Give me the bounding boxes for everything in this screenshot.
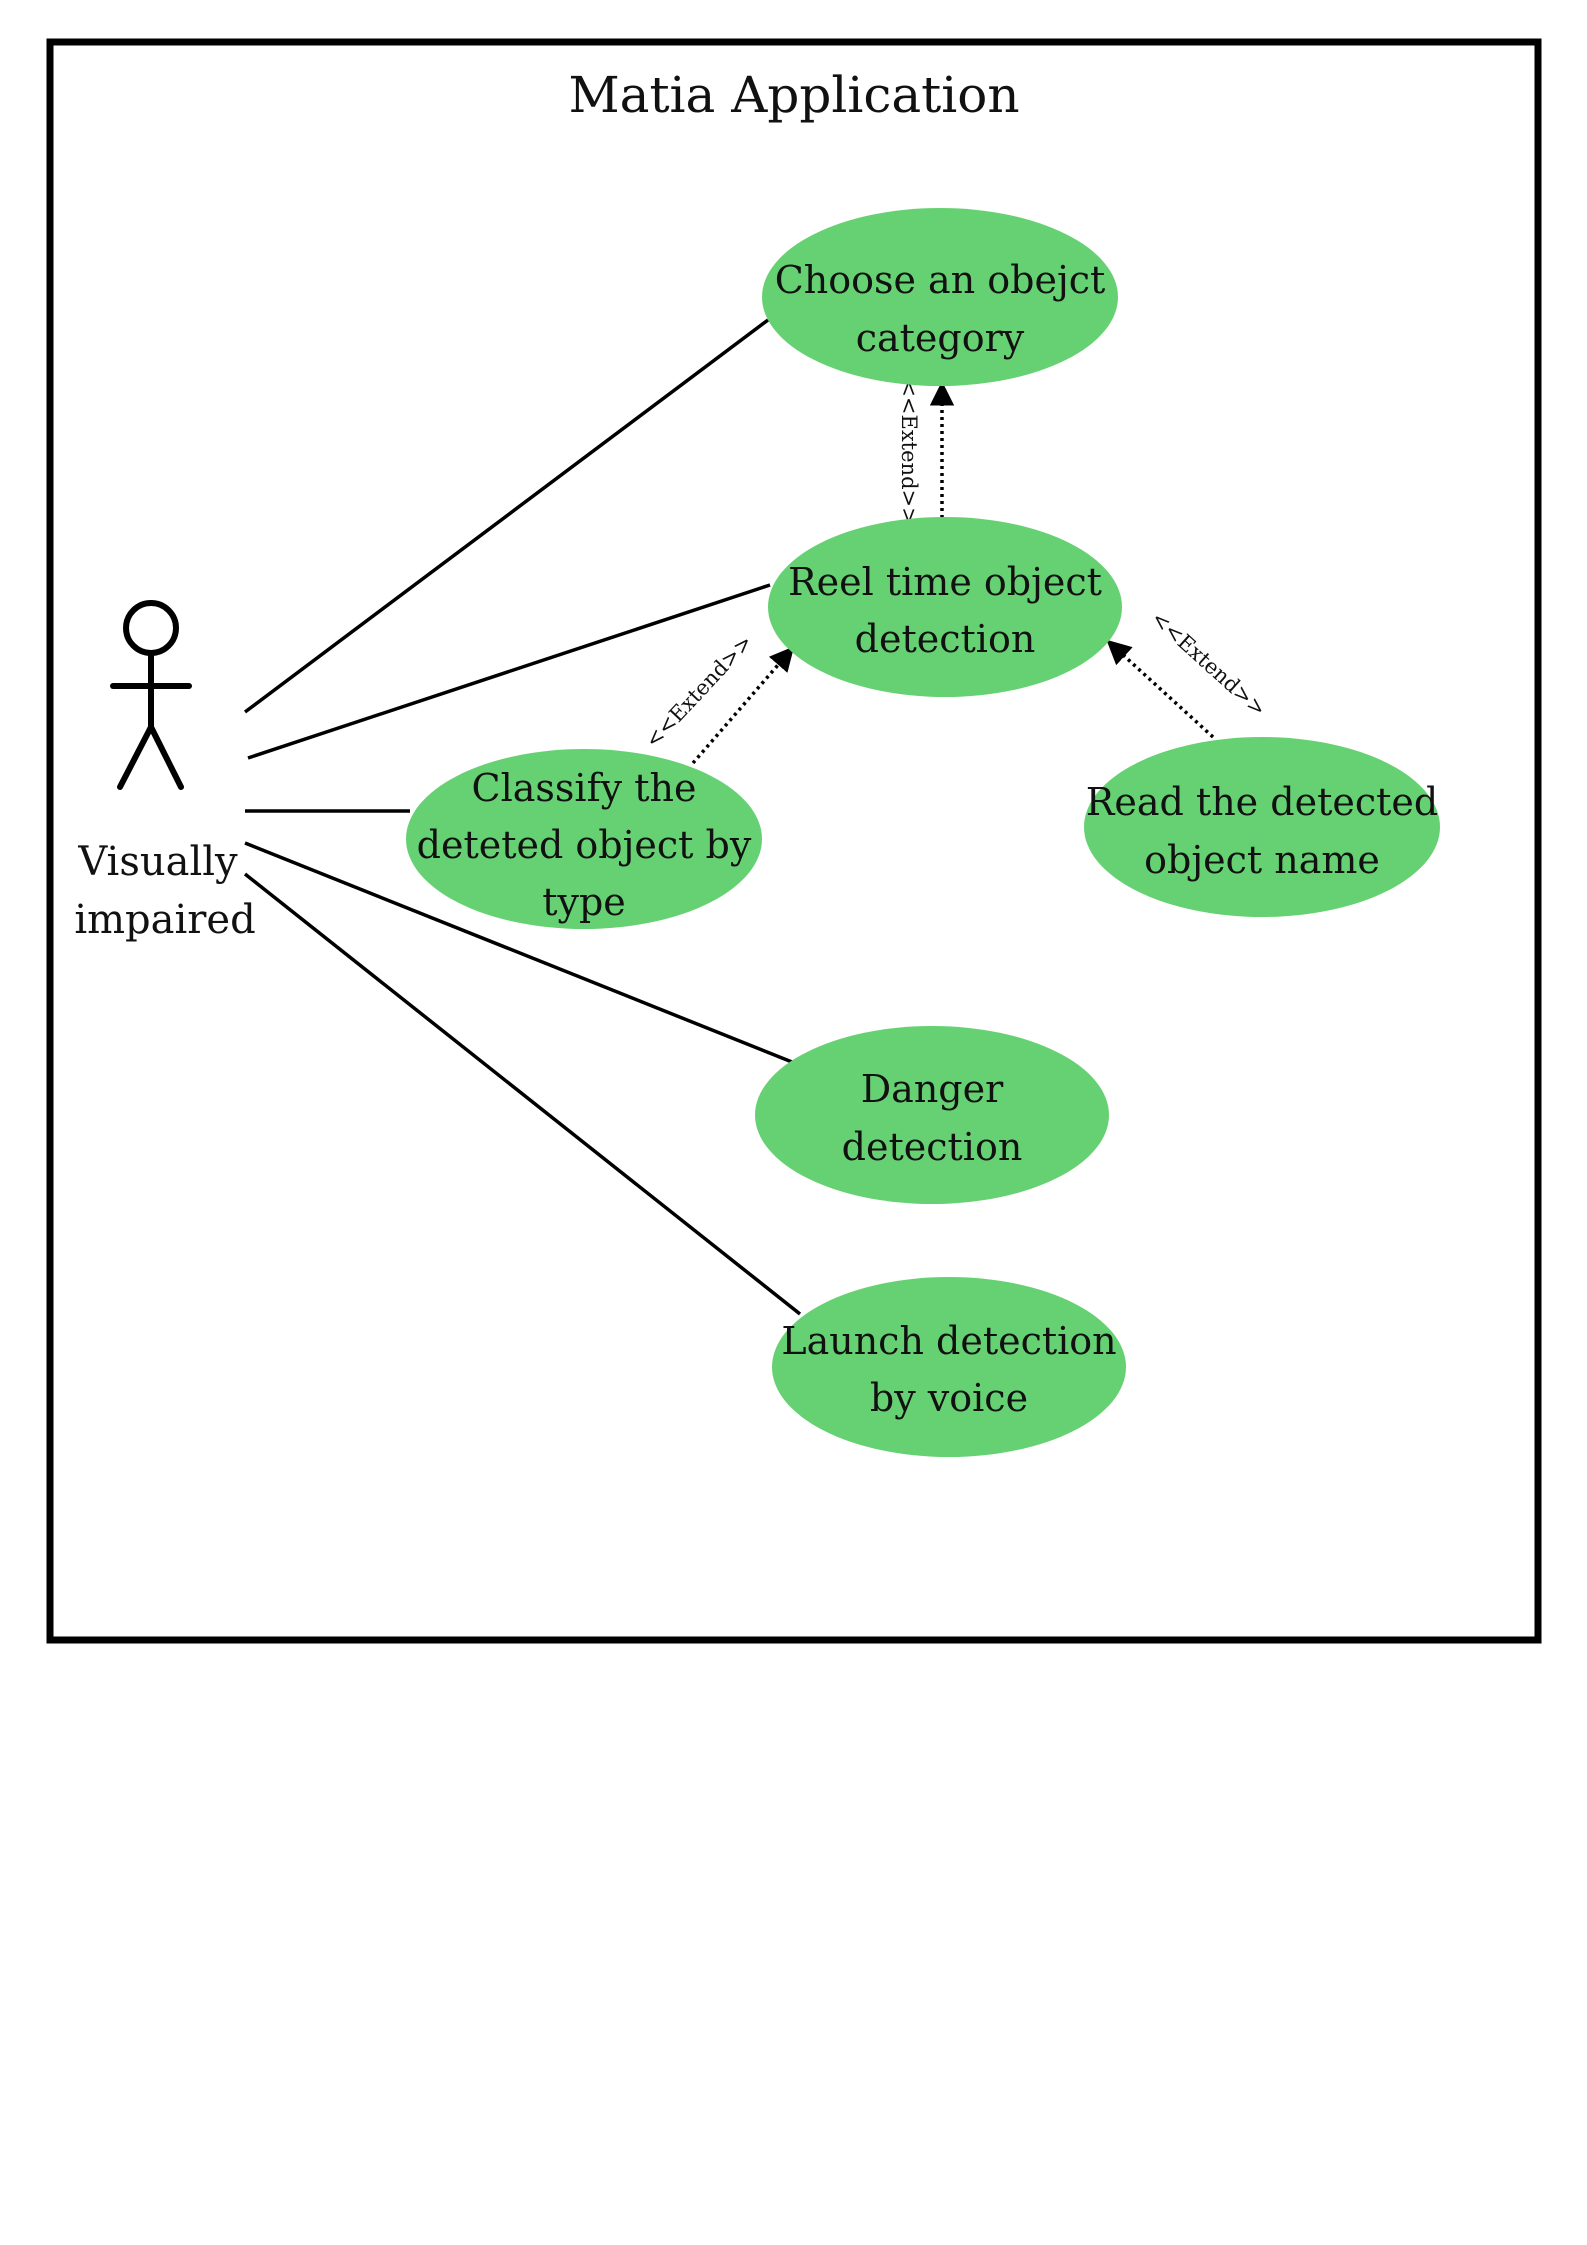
- actor-label-line1: Visually: [77, 839, 238, 885]
- use-case-realtime-detection: Reel time object detection: [768, 517, 1122, 697]
- use-case-danger: Danger detection: [755, 1026, 1109, 1204]
- associations: [243, 318, 802, 1316]
- use-case-choose-category: Choose an obejct category: [762, 208, 1118, 386]
- extend-label-classify-to-realtime: <<Extend>>: [641, 630, 758, 753]
- use-case-read-name-line2: object name: [1144, 838, 1380, 882]
- use-case-realtime-detection-line2: detection: [855, 617, 1036, 661]
- association-realtime-detection: [247, 583, 771, 760]
- extend-label-realtime-to-choose: <<Extend>>: [897, 379, 921, 524]
- use-case-choose-category-line1: Choose an obejct: [775, 258, 1106, 302]
- use-case-read-name: Read the detected object name: [1084, 737, 1440, 917]
- extend-relations: [691, 381, 1215, 765]
- use-case-voice-line1: Launch detection: [781, 1319, 1116, 1363]
- use-case-realtime-detection-line1: Reel time object: [788, 560, 1102, 604]
- actor-label-line2: impaired: [74, 897, 255, 943]
- use-case-choose-category-line2: category: [856, 316, 1025, 360]
- use-case-voice-line2: by voice: [870, 1376, 1028, 1420]
- use-case-classify-line1: Classify the: [472, 766, 697, 810]
- use-case-danger-line1: Danger: [861, 1067, 1004, 1111]
- system-title: Matia Application: [568, 66, 1019, 124]
- use-case-classify-line2: deteted object by: [417, 823, 752, 867]
- system-boundary: [46, 38, 1542, 1644]
- use-case-danger-line2: detection: [842, 1125, 1023, 1169]
- association-voice: [243, 872, 802, 1316]
- actor-visually-impaired: Visually impaired: [74, 600, 256, 943]
- use-case-classify-line3: type: [542, 880, 626, 924]
- use-case-classify: Classify the deteted object by type: [406, 749, 762, 929]
- extend-label-read-to-realtime: <<Extend>>: [1147, 606, 1271, 721]
- use-case-read-name-line1: Read the detected: [1086, 780, 1438, 824]
- extend-arrow-read-to-realtime: [1106, 639, 1215, 739]
- use-case-voice: Launch detection by voice: [772, 1277, 1126, 1457]
- association-danger: [244, 841, 793, 1064]
- stick-figure-icon: [110, 600, 192, 790]
- association-choose-category: [243, 318, 770, 714]
